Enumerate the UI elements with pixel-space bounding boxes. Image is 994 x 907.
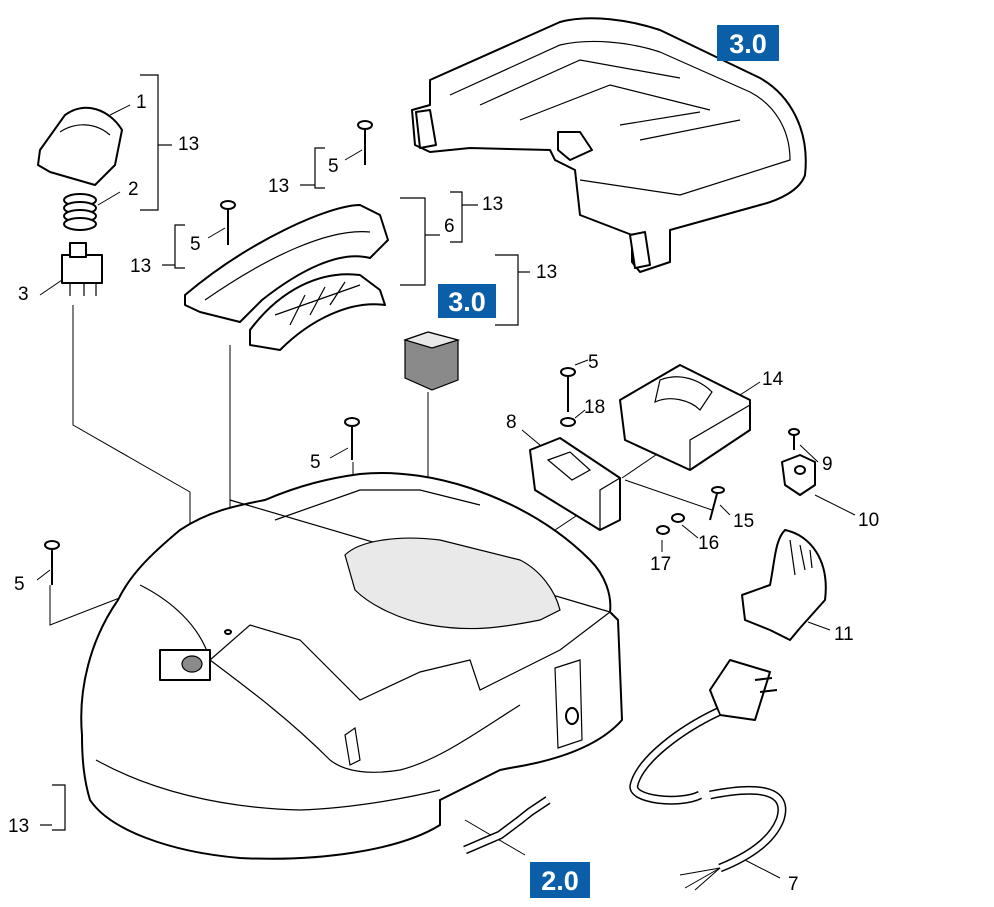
callout-13-filter: 13 <box>536 262 557 283</box>
callout-3: 3 <box>18 284 29 305</box>
button-cap <box>37 106 123 186</box>
callout-brackets <box>40 74 530 831</box>
callout-17: 17 <box>650 554 671 575</box>
cord-hook <box>741 529 827 641</box>
callout-6: 6 <box>444 216 455 237</box>
callout-13-handle: 13 <box>482 194 503 215</box>
badge-3-0-mid: 3.0 <box>438 284 496 318</box>
callout-5-left-screw: 5 <box>190 234 201 255</box>
callout-13-button: 13 <box>178 134 199 155</box>
callout-16: 16 <box>698 533 719 554</box>
cover-assembly <box>411 17 807 273</box>
callout-7: 7 <box>788 874 799 895</box>
callout-14: 14 <box>762 369 784 390</box>
badge-2-0: 2.0 <box>530 862 590 898</box>
badge-3-0-top: 3.0 <box>717 25 779 61</box>
badge-3-0-top-text: 3.0 <box>729 29 767 59</box>
switch <box>61 242 103 296</box>
main-housing <box>80 471 623 860</box>
callout-15: 15 <box>733 511 754 532</box>
callout-13-handle-screw: 13 <box>268 176 289 197</box>
badge-2-0-text: 2.0 <box>541 866 579 896</box>
label-leaders <box>36 104 856 879</box>
spring <box>63 193 97 231</box>
callout-5-bracket-screw: 5 <box>588 352 599 373</box>
mount-bracket <box>529 437 621 531</box>
callout-13-housing: 13 <box>8 816 29 837</box>
handle-parts <box>184 204 389 351</box>
callout-5-center-screw: 5 <box>310 452 321 473</box>
callout-5-side-screw: 5 <box>14 574 25 595</box>
callout-5-handle-screw: 5 <box>328 156 339 177</box>
callout-9: 9 <box>822 454 833 475</box>
callout-8: 8 <box>506 412 517 433</box>
cable-clip <box>781 454 816 496</box>
callout-11: 11 <box>834 624 854 645</box>
power-cord <box>629 659 787 891</box>
connector-pipe <box>463 796 551 855</box>
screws <box>44 120 800 585</box>
callout-labels: 1 2 3 13 13 5 13 5 6 13 13 5 5 5 18 8 14… <box>8 92 879 895</box>
callout-13-left-screw: 13 <box>130 256 151 277</box>
filter-block <box>403 331 461 391</box>
callout-10: 10 <box>858 510 879 531</box>
badge-3-0-mid-text: 3.0 <box>448 287 486 317</box>
callout-18: 18 <box>584 397 605 418</box>
callout-2: 2 <box>128 179 139 200</box>
cord-holder <box>619 364 751 471</box>
callout-1: 1 <box>136 92 147 113</box>
